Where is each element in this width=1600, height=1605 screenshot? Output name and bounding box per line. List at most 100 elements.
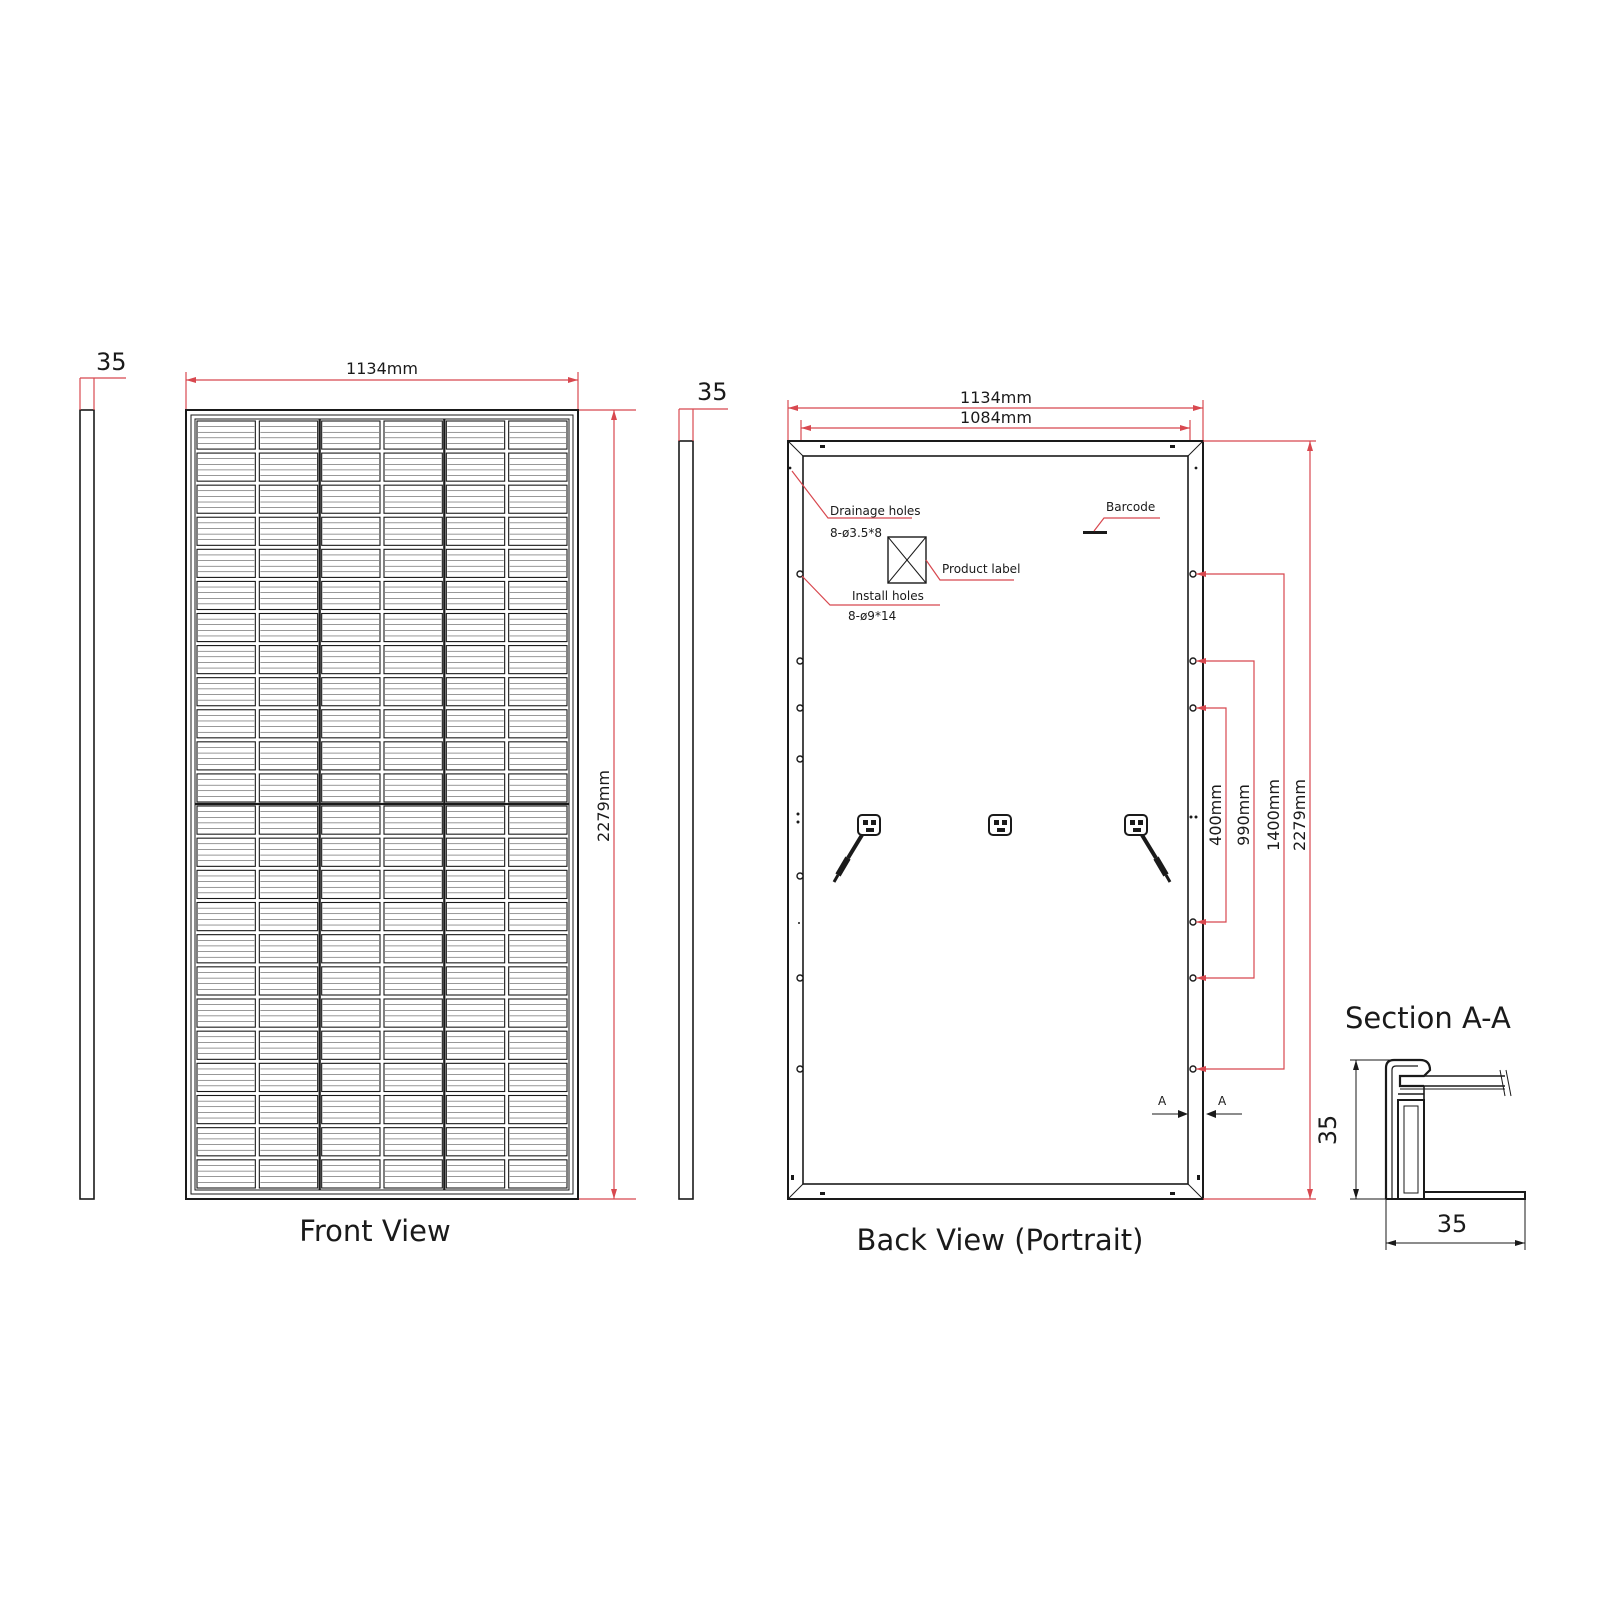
- solar-cell: [321, 1159, 381, 1189]
- solar-cell: [321, 420, 381, 450]
- solar-cell: [445, 1030, 506, 1060]
- solar-cell: [258, 548, 319, 578]
- solar-cell: [321, 645, 381, 675]
- solar-cell: [383, 773, 443, 803]
- drainage-holes-spec: 8-ø3.5*8: [830, 526, 882, 540]
- solar-cell: [383, 966, 443, 996]
- solar-cell: [321, 484, 381, 514]
- solar-cell: [196, 452, 256, 482]
- back-view-title: Back View (Portrait): [857, 1223, 1144, 1257]
- cell-grid: [196, 420, 568, 1189]
- install-holes-label: Install holes: [852, 589, 924, 603]
- drainage-holes-label: Drainage holes: [830, 504, 921, 518]
- solar-cell: [508, 934, 568, 964]
- solar-cell: [258, 966, 319, 996]
- spacing-400-label: 400mm: [1206, 784, 1225, 846]
- solar-cell: [321, 1030, 381, 1060]
- solar-cell: [196, 966, 256, 996]
- solar-cell: [258, 1159, 319, 1189]
- solar-cell: [383, 420, 443, 450]
- solar-cell: [383, 516, 443, 546]
- front-view-title: Front View: [299, 1214, 450, 1248]
- product-label-text: Product label: [942, 562, 1020, 576]
- solar-cell: [383, 869, 443, 900]
- solar-cell: [445, 837, 506, 867]
- solar-cell: [321, 966, 381, 996]
- solar-cell: [196, 516, 256, 546]
- drainage-callout: Drainage holes 8-ø3.5*8: [791, 470, 921, 540]
- solar-cell: [258, 420, 319, 450]
- hole-spacing-dimensions: 400mm 990mm 1400mm 2279mm: [1196, 440, 1316, 1200]
- back-outer-width-label: 1134mm: [960, 388, 1032, 407]
- solar-cell: [445, 1062, 506, 1093]
- solar-cell: [445, 805, 506, 835]
- solar-cell: [258, 837, 319, 867]
- solar-cell: [445, 901, 506, 932]
- solar-cell: [445, 1127, 506, 1157]
- solar-cell: [445, 484, 506, 514]
- section-width-label: 35: [1437, 1210, 1468, 1238]
- solar-cell: [383, 452, 443, 482]
- solar-cell: [445, 998, 506, 1028]
- solar-cell: [383, 1062, 443, 1093]
- solar-cell: [196, 805, 256, 835]
- solar-cell: [445, 1159, 506, 1189]
- solar-cell: [508, 869, 568, 900]
- solar-cell: [321, 805, 381, 835]
- solar-cell: [196, 837, 256, 867]
- front-height-label: 2279mm: [594, 770, 613, 842]
- solar-cell: [258, 516, 319, 546]
- install-callout: Install holes 8-ø9*14: [801, 575, 940, 623]
- solar-cell: [445, 966, 506, 996]
- section-marker: A A: [1152, 1094, 1242, 1118]
- solar-cell: [508, 516, 568, 546]
- solar-cell: [258, 741, 319, 771]
- solar-cell: [321, 901, 381, 932]
- solar-cell: [445, 580, 506, 611]
- solar-cell: [258, 1094, 319, 1125]
- left-install-holes: [796, 570, 804, 1073]
- front-edge-thickness-label: 35: [96, 348, 127, 376]
- solar-cell: [445, 934, 506, 964]
- section-marker-left: A: [1158, 1094, 1167, 1108]
- solar-cell: [258, 1127, 319, 1157]
- solar-cell: [321, 612, 381, 643]
- solar-cell: [196, 484, 256, 514]
- section-marker-right: A: [1218, 1094, 1227, 1108]
- back-edge-thickness-label: 35: [697, 378, 728, 406]
- product-label-box: Product label: [887, 536, 1020, 584]
- solar-cell: [383, 901, 443, 932]
- section-height-label: 35: [1314, 1115, 1342, 1146]
- solar-cell: [383, 741, 443, 771]
- solar-cell: [196, 773, 256, 803]
- solar-cell: [508, 580, 568, 611]
- solar-cell: [321, 869, 381, 900]
- solar-cell: [258, 998, 319, 1028]
- solar-cell: [196, 1094, 256, 1125]
- solar-cell: [383, 998, 443, 1028]
- solar-cell: [196, 998, 256, 1028]
- back-inner-width-label: 1084mm: [960, 408, 1032, 427]
- solar-cell: [383, 1127, 443, 1157]
- solar-cell: [508, 612, 568, 643]
- junction-box-left: [832, 814, 881, 883]
- solar-cell: [508, 677, 568, 707]
- solar-cell: [445, 548, 506, 578]
- solar-cell: [508, 805, 568, 835]
- section-a-a: Section A-A 35 35: [1314, 1001, 1526, 1250]
- barcode-label: Barcode: [1106, 500, 1155, 514]
- solar-cell: [508, 1159, 568, 1189]
- solar-cell: [321, 1094, 381, 1125]
- solar-cell: [321, 837, 381, 867]
- solar-cell: [258, 452, 319, 482]
- solar-cell: [321, 709, 381, 739]
- solar-cell: [508, 1094, 568, 1125]
- solar-cell: [258, 645, 319, 675]
- right-install-holes: [1189, 570, 1198, 1073]
- solar-cell: [321, 998, 381, 1028]
- solar-cell: [508, 901, 568, 932]
- solar-cell: [508, 484, 568, 514]
- solar-cell: [383, 1159, 443, 1189]
- solar-cell: [196, 677, 256, 707]
